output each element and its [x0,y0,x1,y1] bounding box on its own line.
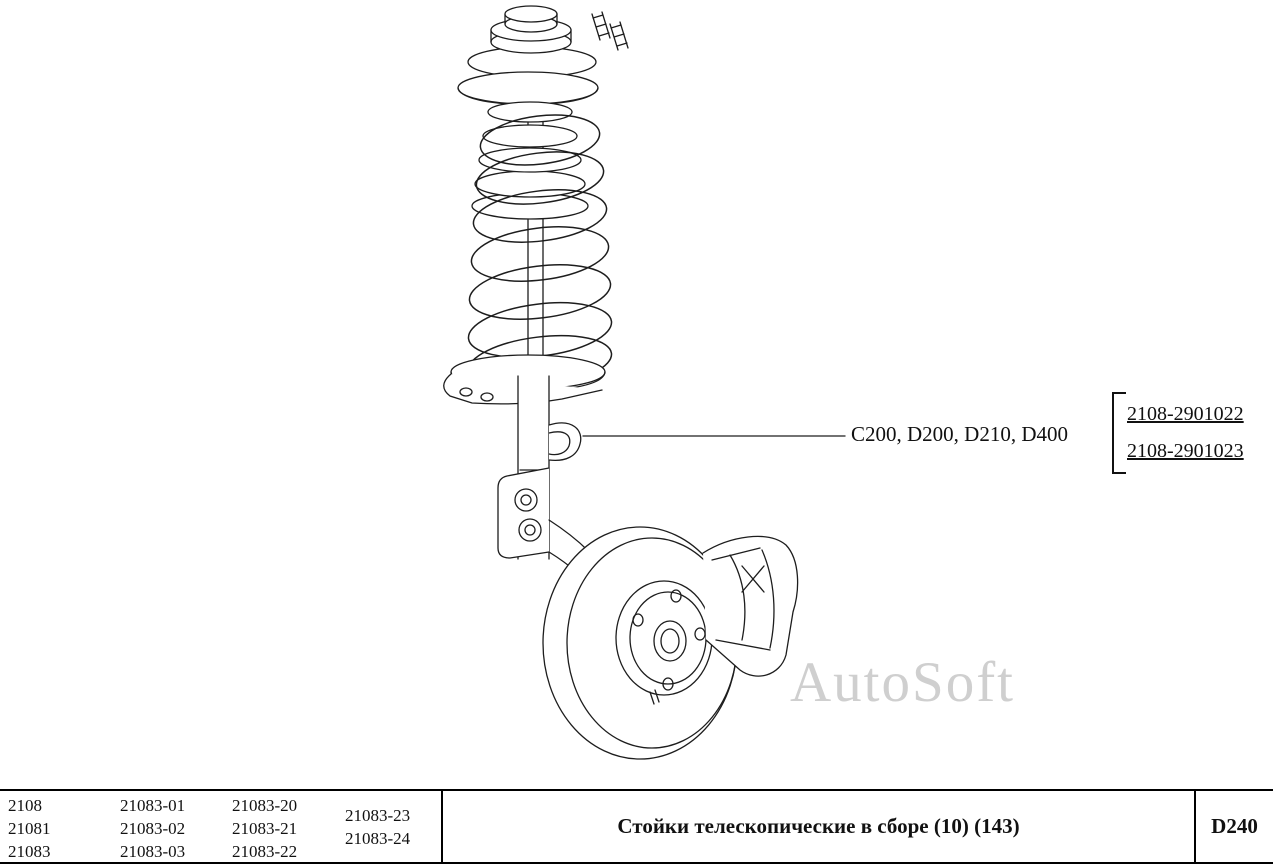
part-number-bracket [1112,392,1126,474]
footer-model-column-1: 2108 21081 21083 [8,791,51,862]
model-number: 21083 [8,842,51,861]
model-number: 21083-21 [232,819,298,838]
part-number-list: 2108-2901022 2108-2901023 [1127,396,1244,470]
footer-model-column-3: 21083-20 21083-21 21083-22 [232,791,297,862]
watermark: AutoSoft [790,651,1016,714]
footer-model-column-2: 21083-01 21083-02 21083-03 [120,791,185,862]
model-number: 21083-03 [120,842,186,861]
strut-top-mount [467,5,629,78]
upper-spring-seat [457,71,599,106]
callout-label: C200, D200, D210, D400 [851,422,1069,446]
model-number: 21081 [8,819,51,838]
part-number: 2108-2901023 [1127,440,1244,462]
brake-disc [542,526,738,760]
dust-boot [471,101,589,220]
model-number: 21083-24 [345,828,411,848]
model-number: 21083-02 [120,819,186,838]
hose-bracket-ear [548,422,582,462]
page-code: D240 [1211,814,1258,838]
footer-table: 2108 21081 21083 21083-01 21083-02 21083… [0,789,1273,864]
mount-stud-icon [591,11,629,51]
footer-model-section: 2108 21081 21083 21083-01 21083-02 21083… [0,791,443,862]
model-number: 21083-23 [345,805,411,825]
footer-model-column-4: 21083-23 21083-24 [345,791,410,862]
part-number: 2108-2901022 [1127,403,1244,425]
model-number: 21083-22 [232,842,298,861]
brake-caliper [702,535,799,677]
model-number: 2108 [8,796,42,815]
strut-assembly-drawing [443,5,846,760]
section-title: Стойки телескопические в сборе (10) (143… [443,791,1196,862]
model-number: 21083-20 [232,796,298,815]
model-number: 21083-01 [120,796,186,815]
